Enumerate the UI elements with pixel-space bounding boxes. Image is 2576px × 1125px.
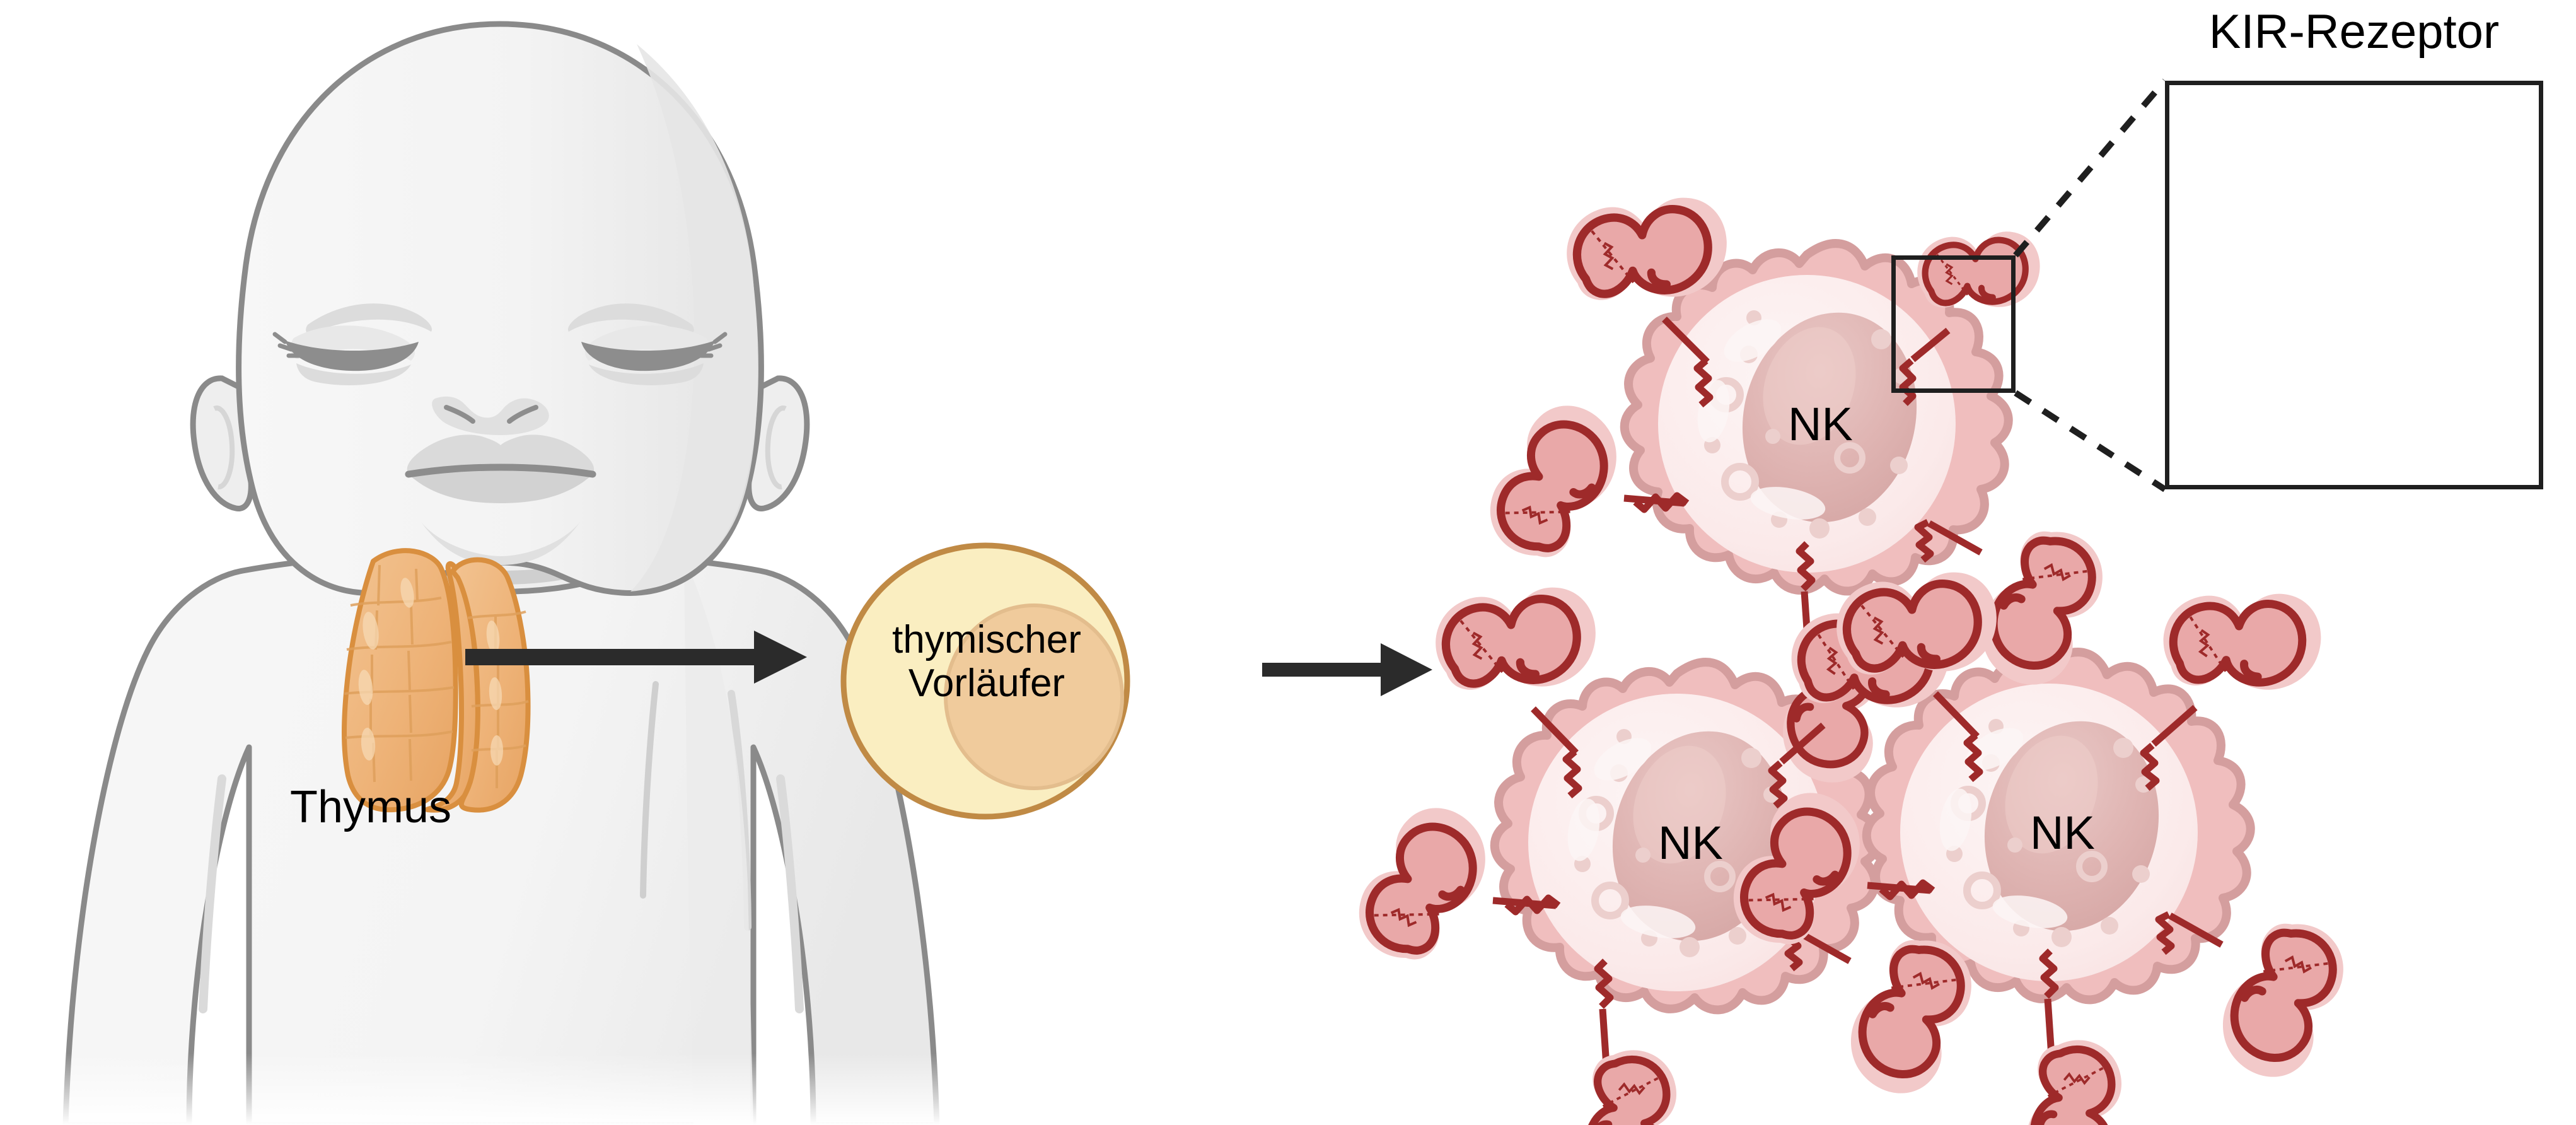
precursor-label-line1: thymischer xyxy=(892,618,1081,662)
left-ear xyxy=(190,375,254,511)
kir-receptor xyxy=(2024,948,2123,1125)
right-ear xyxy=(746,375,810,511)
kir-receptor xyxy=(1429,578,1604,799)
kir-receptor-title: KIR-Rezeptor xyxy=(2208,5,2500,59)
kir-receptor xyxy=(1830,562,2005,783)
kir-receptor xyxy=(2155,907,2357,1090)
head-shade xyxy=(630,44,758,592)
arrow-precursor-to-nk xyxy=(1262,643,1432,696)
torso-bottom-fade xyxy=(57,946,952,1125)
callout-line-top xyxy=(2013,78,2167,258)
nk-label-bottom-right: NK xyxy=(2030,807,2095,859)
thymus-label: Thymus xyxy=(290,782,452,832)
infant-neck xyxy=(324,476,676,595)
right-torso-shadow-2 xyxy=(728,690,751,931)
nk-label-top: NK xyxy=(1788,398,1853,450)
neck-shadow xyxy=(344,503,655,585)
arrow-thymus-to-precursor xyxy=(465,631,807,684)
right-torso-shadow xyxy=(640,681,659,899)
torso-shape xyxy=(62,552,940,1125)
left-arm-crease xyxy=(199,774,226,1013)
infant-torso xyxy=(57,552,952,1125)
left-eye xyxy=(272,325,419,385)
right-arm-crease xyxy=(776,774,804,1013)
callout-line-bottom xyxy=(2014,390,2167,493)
callout-connectors xyxy=(2013,78,2167,493)
left-eyebrow xyxy=(306,303,432,334)
nk-label-bottom-left: NK xyxy=(1658,817,1723,869)
kir-receptor xyxy=(1560,188,1736,408)
precursor-label-line2: Vorläufer xyxy=(908,662,1065,706)
right-eye xyxy=(581,325,728,385)
kir-receptor xyxy=(1343,792,1561,977)
neck-shape xyxy=(324,476,676,595)
kir-receptor-group-top xyxy=(1474,188,2116,784)
chin-crease xyxy=(421,522,580,565)
kir-receptor xyxy=(1474,390,1690,575)
callout-source-box xyxy=(1891,255,2016,393)
infant-head xyxy=(190,21,810,596)
lips xyxy=(405,434,596,503)
nose xyxy=(432,396,549,435)
callout-detail-box xyxy=(2165,81,2543,489)
thymus-organ xyxy=(342,548,531,813)
left-ear-inner xyxy=(213,405,235,489)
kir-receptor xyxy=(1781,541,1879,784)
thymus-right-lobe-front xyxy=(424,561,480,813)
right-eyebrow xyxy=(567,303,694,334)
thymus-right-lobe xyxy=(450,557,531,813)
kir-receptor xyxy=(2140,588,2324,791)
kir-receptor xyxy=(1768,605,1952,809)
kir-receptor xyxy=(1783,924,1985,1107)
thymus-highlights xyxy=(358,578,503,766)
kir-receptor xyxy=(1579,959,1678,1125)
head-shape xyxy=(236,21,764,596)
thymus-lobule-texture xyxy=(344,564,529,788)
thymus-left-lobe xyxy=(342,548,458,813)
kir-receptor xyxy=(1717,777,1935,962)
right-ear-inner xyxy=(765,405,787,489)
torso-shade xyxy=(684,558,753,1125)
kir-receptor xyxy=(1914,515,2116,698)
